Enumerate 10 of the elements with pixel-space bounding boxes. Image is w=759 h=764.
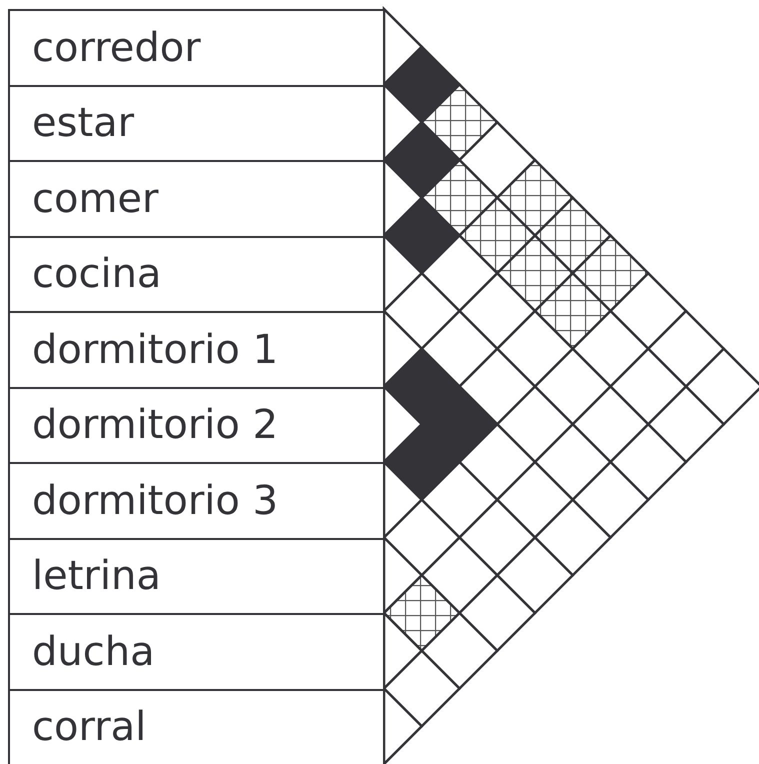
room-label: ducha: [31, 632, 155, 672]
room-label: letrina: [31, 556, 161, 596]
room-label: corral: [31, 707, 146, 748]
room-label: cocina: [31, 254, 162, 294]
room-label: dormitorio 3: [31, 480, 278, 521]
room-label: corredor: [31, 28, 201, 68]
room-label: comer: [31, 178, 158, 219]
room-label: dormitorio 1: [31, 330, 278, 370]
room-label: estar: [31, 103, 134, 144]
room-label: dormitorio 2: [31, 405, 278, 446]
